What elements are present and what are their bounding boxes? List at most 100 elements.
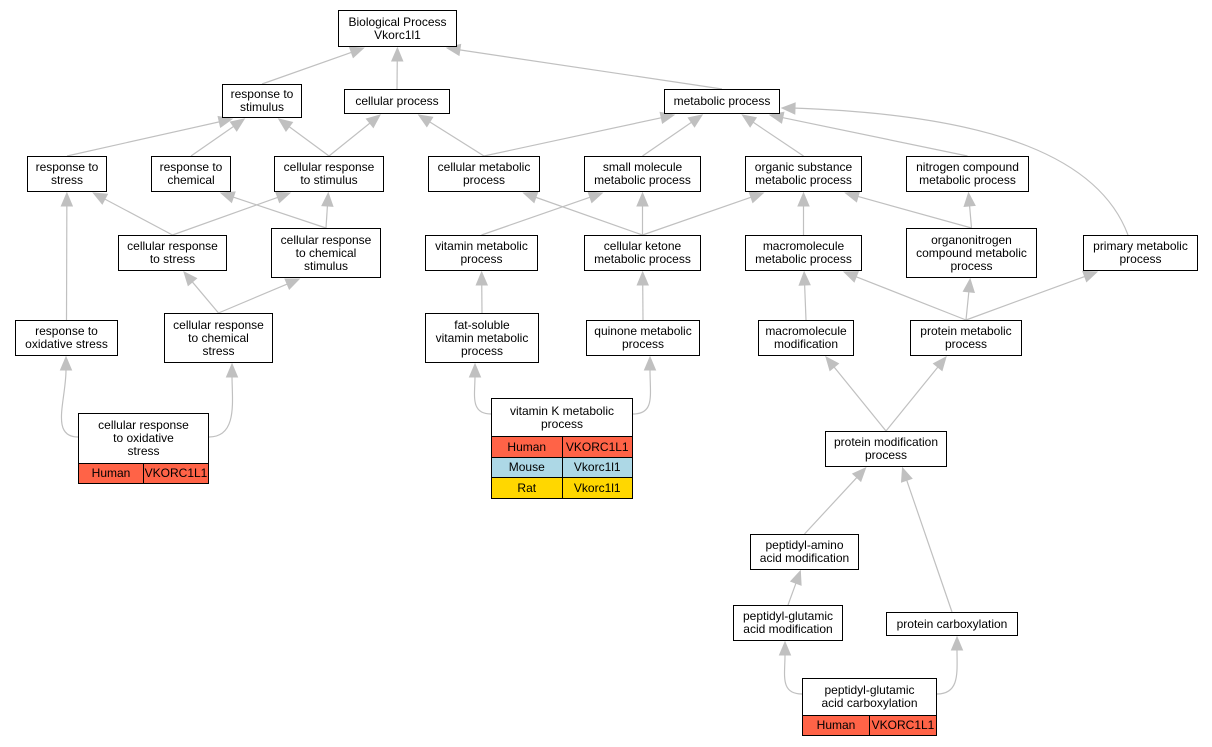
go-term-cell-resp-stress[interactable]: cellular response to stress: [118, 235, 227, 271]
go-term-resp-stim[interactable]: response to stimulus: [222, 84, 302, 118]
edge-cell_resp_stim-to-cell_proc: [328, 114, 382, 157]
edge-prot_metab-to-primary: [965, 270, 1099, 321]
species-label: Rat: [517, 480, 537, 495]
arrowhead: [851, 467, 867, 483]
go-term-label: cellular ketone metabolic process: [594, 239, 691, 266]
go-term-cell-resp-chem[interactable]: cellular response to chemical stress: [164, 313, 273, 363]
go-term-label: protein carboxylation: [896, 616, 1008, 631]
edge-small_mol-to-metab_proc: [642, 114, 704, 157]
go-term-primary[interactable]: primary metabolic process: [1083, 235, 1198, 271]
go-term-label: organic substance metabolic process: [754, 160, 853, 187]
edge-macro_metab-to-org_sub: [797, 191, 810, 235]
go-term-metab-proc[interactable]: metabolic process: [664, 89, 780, 114]
edge-cell_proc-to-bp: [390, 46, 404, 90]
arrowhead: [962, 277, 975, 294]
go-term-fat-sol[interactable]: fat-soluble vitamin metabolic process: [425, 313, 539, 363]
go-term-label: quinone metabolic process: [594, 324, 692, 351]
arrowhead: [522, 191, 539, 204]
edge-cell_resp_chem-to-cell_resp_chem_stim: [218, 278, 301, 314]
go-term-quinone[interactable]: quinone metabolic process: [586, 320, 700, 356]
go-term-small-mol[interactable]: small molecule metabolic process: [584, 156, 701, 192]
go-term-resp-stress[interactable]: response to stress: [27, 156, 107, 192]
go-term-label: peptidyl-glutamic acid modification: [742, 609, 834, 636]
go-term-peptidyl-glu-mod[interactable]: peptidyl-glutamic acid modification: [733, 605, 843, 641]
go-term-prot-carbox[interactable]: protein carboxylation: [886, 612, 1018, 636]
go-term-peptidyl-amino[interactable]: peptidyl-amino acid modification: [750, 534, 859, 570]
go-term-cell-resp-chem-stim[interactable]: cellular response to chemical stimulus: [271, 228, 381, 278]
arrowhead: [183, 271, 198, 287]
go-term-vit-metab[interactable]: vitamin metabolic process: [425, 235, 538, 271]
arrowhead: [468, 362, 482, 378]
species-label: Mouse: [508, 460, 545, 475]
arrowhead: [789, 569, 802, 586]
go-term-prot-mod[interactable]: protein modification process: [825, 431, 947, 467]
edge-resp_chem-to-resp_stim: [190, 118, 246, 157]
gene-label: Vkorc1l1: [561, 478, 633, 498]
edge-macro_mod-to-macro_metab: [798, 270, 811, 321]
edge-nitro-to-metab_proc: [768, 111, 968, 157]
arrowhead: [842, 271, 859, 283]
go-term-org-sub[interactable]: organic substance metabolic process: [745, 156, 862, 192]
edge-peptidyl_glu_carb-to-peptidyl_glu_mod: [778, 640, 803, 695]
arrowhead: [643, 355, 657, 371]
go-term-label: response to stress: [35, 160, 99, 187]
go-term-label: peptidyl-glutamic acid carboxylation: [821, 682, 918, 710]
edge-organonitro-to-nitro: [963, 191, 976, 229]
edge-prot_metab-to-macro_metab: [842, 271, 967, 321]
go-term-label: cellular metabolic process: [437, 160, 531, 187]
go-term-resp-ox[interactable]: response to oxidative stress: [15, 320, 118, 356]
go-term-label: peptidyl-amino acid modification: [759, 538, 850, 565]
arrowhead: [932, 356, 947, 372]
edge-fat_sol-to-vit_metab: [475, 270, 489, 314]
edge-org_sub-to-metab_proc: [741, 114, 804, 157]
edge-prot_mod-to-prot_metab: [885, 356, 947, 432]
go-term-cell-resp-stim[interactable]: cellular response to stimulus: [274, 156, 384, 192]
edge-cell_resp_ox-to-resp_ox: [59, 355, 79, 438]
edge-peptidyl_glu_mod-to-peptidyl_amino: [787, 569, 802, 606]
species-label: Human: [507, 439, 547, 454]
go-term-cell-metab[interactable]: cellular metabolic process: [428, 156, 540, 192]
go-term-label: response to chemical: [159, 160, 223, 187]
go-term-resp-chem[interactable]: response to chemical: [151, 156, 231, 192]
go-term-label: nitrogen compound metabolic process: [916, 160, 1019, 187]
go-term-cell-proc[interactable]: cellular process: [344, 89, 450, 114]
edge-vit_metab-to-small_mol: [481, 191, 604, 236]
edge-resp_stim-to-bp: [261, 46, 365, 85]
go-term-ketone[interactable]: cellular ketone metabolic process: [584, 235, 701, 271]
edge-quinone-to-ketone: [636, 270, 649, 321]
arrowhead: [229, 118, 246, 132]
arrowhead: [1082, 270, 1099, 283]
gene-label: VKORC1L1: [561, 437, 633, 457]
annotation-row-human: Human VKORC1L1: [803, 714, 936, 735]
edge-peptidyl_glu_carb-to-prot_carbox: [936, 635, 964, 695]
arrowhead: [687, 114, 704, 128]
edge-vitk-to-quinone: [632, 355, 657, 415]
arrowhead: [636, 270, 649, 286]
arrowhead: [741, 114, 758, 128]
go-term-bp[interactable]: Biological Process Vkorc1l1: [338, 10, 457, 47]
arrowhead: [275, 191, 292, 204]
species-label: Human: [816, 717, 856, 732]
go-term-nitro[interactable]: nitrogen compound metabolic process: [906, 156, 1029, 192]
edge-prot_metab-to-organonitro: [962, 277, 975, 321]
go-term-macro-mod[interactable]: macromolecule modification: [758, 320, 854, 356]
arrowhead: [748, 191, 765, 204]
arrowhead: [390, 46, 404, 62]
go-term-prot-metab[interactable]: protein metabolic process: [910, 320, 1022, 356]
go-term-organonitro[interactable]: organonitrogen compound metabolic proces…: [906, 228, 1037, 278]
edge-primary-to-metab_proc: [780, 102, 1129, 236]
arrowhead: [778, 640, 792, 656]
gene-label: VKORC1L1: [869, 715, 936, 735]
arrowhead: [277, 118, 294, 133]
arrowhead: [475, 270, 489, 286]
arrowhead: [780, 102, 796, 115]
go-term-label: cellular process: [355, 94, 439, 108]
go-term-label: protein metabolic process: [920, 324, 1012, 351]
edge-cell_resp_chem_stim-to-resp_chem: [219, 191, 327, 229]
go-term-macro-metab[interactable]: macromolecule metabolic process: [745, 235, 862, 271]
go-term-label: small molecule metabolic process: [594, 160, 691, 187]
